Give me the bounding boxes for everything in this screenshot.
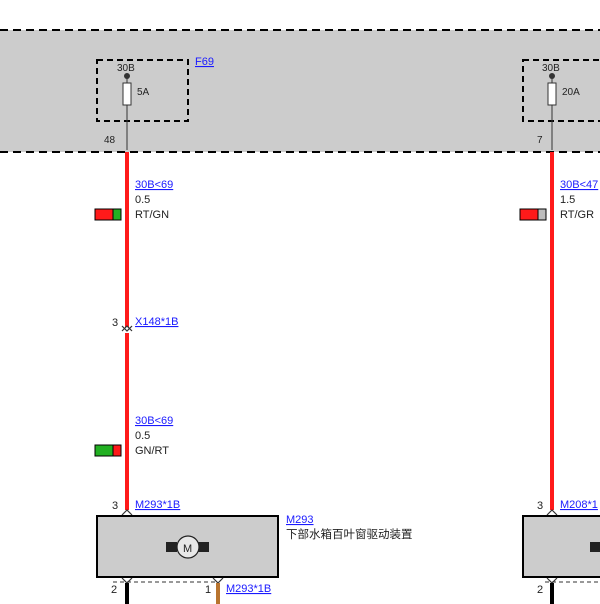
component-input-pin: 3: [112, 500, 118, 512]
left-fuse: 30B 5A: [96, 59, 189, 150]
left-fuse-rating: 5A: [137, 87, 150, 98]
left-fuse-pin: 48: [104, 135, 116, 146]
component-input-terminal: [121, 509, 133, 516]
wire-link-top[interactable]: 30B<69: [135, 179, 173, 191]
right-fuse: 30B 20A: [522, 59, 600, 150]
right-fuse-rating: 20A: [562, 87, 580, 98]
wire-color-code-right: RT/GR: [560, 209, 594, 221]
component-id-link[interactable]: M293: [286, 514, 314, 526]
connector-link-x148[interactable]: X148*1B: [135, 316, 178, 328]
right-component-input-link[interactable]: M208*1: [560, 499, 598, 511]
motor-icon: [590, 542, 600, 552]
wire-color-swatch-top: [94, 208, 122, 221]
fuse-element-icon: [547, 82, 557, 106]
wire-color-code-top: RT/GN: [135, 209, 169, 221]
component-bottom-pin-right: 1: [205, 584, 211, 596]
connector-pin: 3: [112, 317, 118, 329]
component-bottom-pin-left: 2: [111, 584, 117, 596]
fuse-box-band: [0, 29, 600, 153]
fuse-element-icon: [122, 82, 132, 106]
wire-color-swatch-bottom: [94, 444, 122, 457]
right-component-input-terminal: [546, 509, 558, 516]
wire-gauge-bottom: 0.5: [135, 430, 150, 442]
right-fuse-terminal: 30B: [542, 63, 560, 74]
component-bottom-link[interactable]: M293*1B: [226, 583, 271, 595]
motor-icon: [166, 535, 209, 559]
right-component-input-pin: 3: [537, 500, 543, 512]
inline-connector-x148: [121, 325, 133, 332]
left-fuse-terminal: 30B: [117, 63, 135, 74]
wire-color-code-bottom: GN/RT: [135, 445, 169, 457]
right-component-bottom-pin: 2: [537, 584, 543, 596]
component-input-link[interactable]: M293*1B: [135, 499, 180, 511]
right-fuse-pin: 7: [537, 135, 543, 146]
wire-gauge-right: 1.5: [560, 194, 575, 206]
component-box-m208[interactable]: [522, 515, 600, 578]
wire-color-swatch-right: [519, 208, 547, 221]
motor-symbol-label: M: [183, 543, 192, 555]
wire-link-right[interactable]: 30B<47: [560, 179, 598, 191]
component-name: 下部水箱百叶窗驱动装置: [286, 527, 413, 541]
wire-gauge-top: 0.5: [135, 194, 150, 206]
wire-link-bottom[interactable]: 30B<69: [135, 415, 173, 427]
fuse-link-f69[interactable]: F69: [195, 56, 214, 68]
